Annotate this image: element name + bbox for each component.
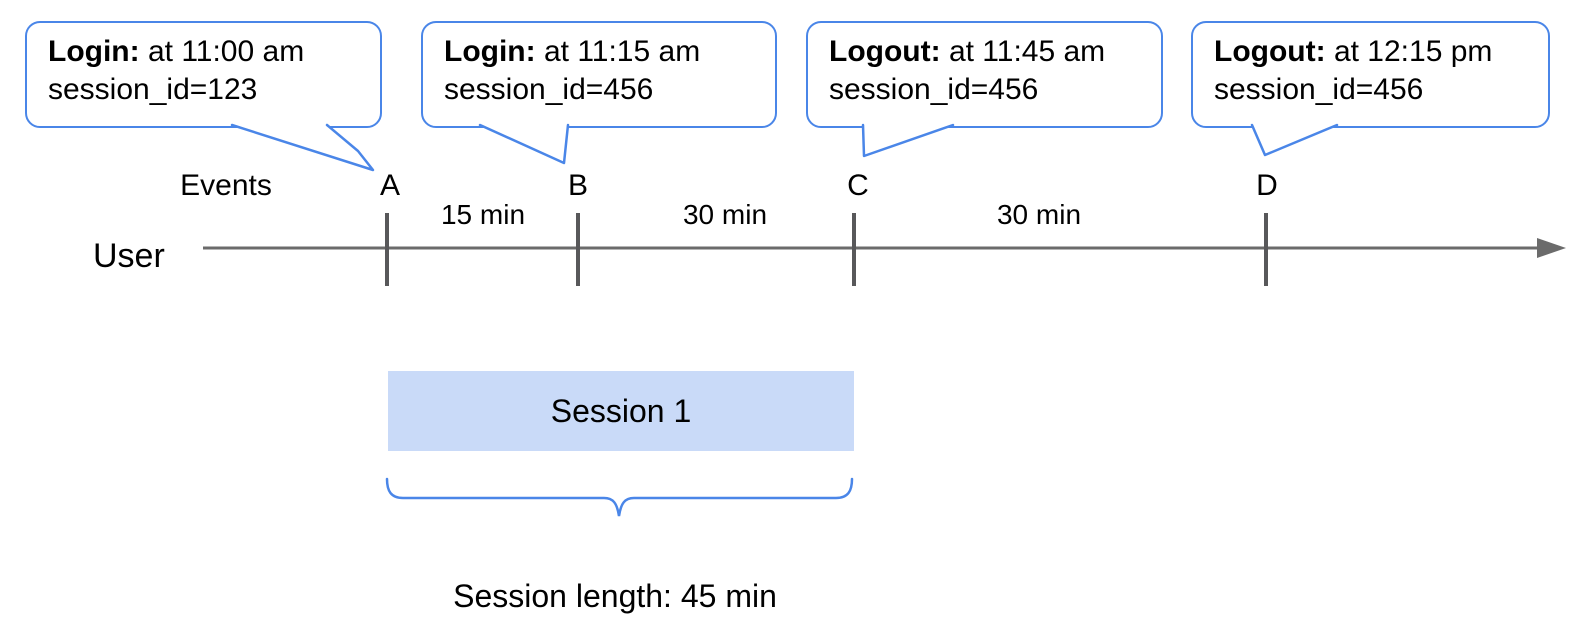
callout-line2: session_id=123: [48, 73, 258, 106]
callout-tail-c: [861, 123, 955, 158]
callout-tail-b: [478, 123, 570, 165]
callout-line1: Login: at 11:00 am: [48, 33, 359, 71]
callout-line1: Login: at 11:15 am: [444, 33, 754, 71]
event-time-text: at 11:00 am: [139, 35, 305, 68]
callout-line2: session_id=456: [444, 73, 654, 106]
event-marker-c: C: [847, 169, 869, 202]
event-marker-b: B: [567, 169, 589, 202]
callout-tails: [230, 123, 1339, 172]
event-time-text: at 11:15 am: [535, 35, 701, 68]
timeline-axis: [203, 238, 1566, 258]
callout-tail-d: [1250, 123, 1339, 157]
callout-line2: session_id=456: [829, 73, 1039, 106]
event-time-text: at 12:15 pm: [1325, 35, 1493, 68]
event-type-label: Login:: [444, 35, 536, 68]
session-length-brace: [385, 477, 854, 517]
event-marker-a: A: [379, 169, 401, 202]
interval-a-b: 15 min: [440, 199, 526, 230]
event-type-label: Logout:: [1214, 35, 1326, 68]
session-length-label: Session length: 45 min: [453, 578, 777, 614]
interval-b-c: 30 min: [682, 199, 768, 230]
user-row-label: User: [93, 237, 165, 275]
callout-event-d: Logout: at 12:15 pm session_id=456: [1191, 21, 1550, 128]
timeline-arrowhead-icon: [1537, 238, 1566, 258]
interval-c-d: 30 min: [996, 199, 1082, 230]
callout-event-c: Logout: at 11:45 am session_id=456: [806, 21, 1163, 128]
events-label: Events: [180, 169, 272, 202]
callout-event-b: Login: at 11:15 am session_id=456: [421, 21, 777, 128]
callout-line1: Logout: at 12:15 pm: [1214, 33, 1527, 71]
event-marker-d: D: [1256, 169, 1278, 202]
callout-tail-a: [230, 123, 375, 172]
session-1-label: Session 1: [550, 392, 692, 429]
session-1-box: Session 1: [388, 371, 854, 451]
event-time-text: at 11:45 am: [940, 35, 1106, 68]
event-type-label: Logout:: [829, 35, 941, 68]
callout-line1: Logout: at 11:45 am: [829, 33, 1140, 71]
callout-line2: session_id=456: [1214, 73, 1424, 106]
callout-event-a: Login: at 11:00 am session_id=123: [25, 21, 382, 128]
event-type-label: Login:: [48, 35, 140, 68]
